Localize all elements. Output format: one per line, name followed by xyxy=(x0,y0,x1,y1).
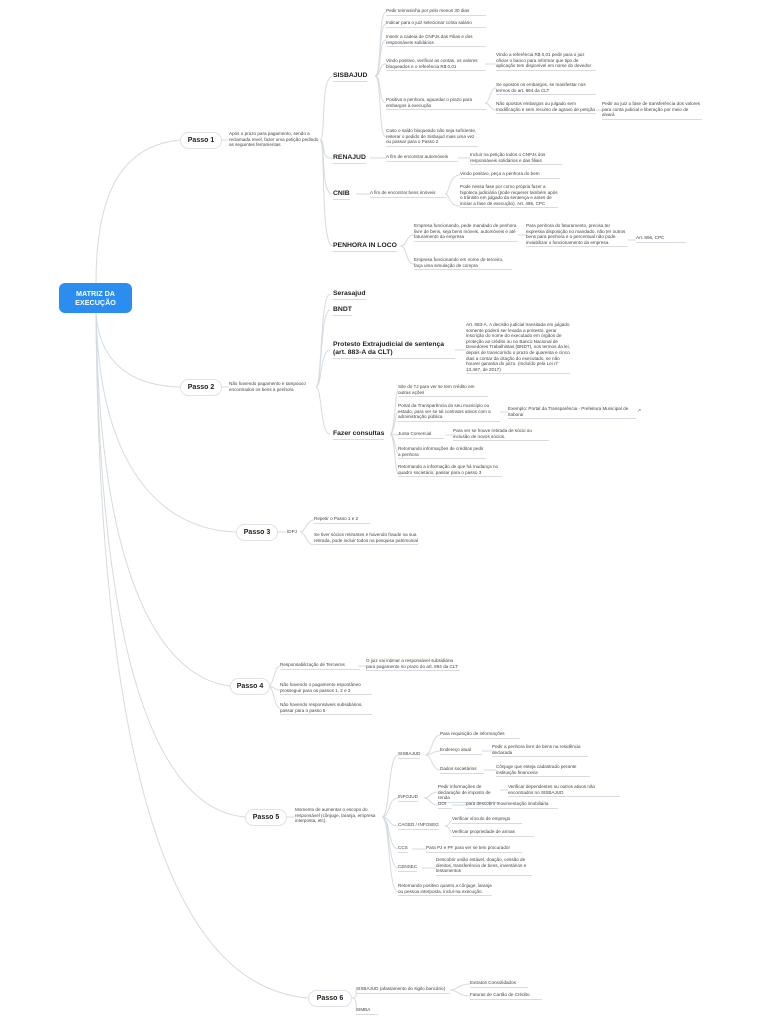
passo-2-desc: Não havendo pagamento e tampouco encontr… xyxy=(229,381,306,392)
fazer-consultas-node[interactable]: Fazer consultas xyxy=(333,430,385,440)
sisbajud-item-5b: Não opostos embargos ou julgado sem modi… xyxy=(496,101,596,115)
root-label: MATRIZ DA EXECUÇÃO xyxy=(75,289,116,307)
root-node[interactable]: MATRIZ DA EXECUÇÃO xyxy=(59,283,132,313)
passo-4-c: Não havendo responsáveis subsidiários, p… xyxy=(280,702,372,716)
renajud-node[interactable]: RENAJUD xyxy=(333,154,366,164)
passo-1-desc: Após o prazo para pagamento, sendo a rec… xyxy=(229,131,319,148)
sisbajud-item-6: Caso o saldo bloqueado não seja suficien… xyxy=(386,128,478,147)
passo-2-node[interactable]: Passo 2 xyxy=(180,379,222,396)
consulta-b1: Exemplo: Portal da Transparência - Prefe… xyxy=(508,406,636,420)
idpj-node: IDPJ xyxy=(287,529,297,534)
passo-6-node[interactable]: Passo 6 xyxy=(308,990,352,1007)
passo-6-a2: Faturas de Cartão de Crédito xyxy=(470,992,542,1000)
p5-s3: Dados societários xyxy=(440,766,484,774)
protesto-note: Art. 883-A. A decisão judicial transitad… xyxy=(466,322,570,375)
consulta-e: Retornando a informação de que há mudanç… xyxy=(398,464,502,478)
cnib-a: Vindo positivo, peça a penhora do bem xyxy=(460,171,560,179)
p5-censec: CENSEC xyxy=(398,864,418,872)
passo-4-a1: O juiz vai intimar a responsável subsidi… xyxy=(366,658,460,672)
passo-5-node[interactable]: Passo 5 xyxy=(245,809,287,826)
p5-s2: Endereço atual xyxy=(440,747,482,755)
penhora-a: Empresa funcionando, pede mandado de pen… xyxy=(414,223,518,242)
sisbajud-item-2: Indicar para o juiz selecionar conta sal… xyxy=(386,20,486,28)
passo-4-node[interactable]: Passo 4 xyxy=(230,678,270,695)
p5-censec1: Descobrir união estável, doação, cessão … xyxy=(436,857,532,876)
p5-s3a: Cônjuge que esteja cadastrado perante in… xyxy=(496,764,590,778)
consulta-c1: Para ver se houve retirada de sócio ou i… xyxy=(453,428,549,442)
sisbajud-item-4: Vindo positivo, verificar as contas, os … xyxy=(386,58,486,72)
passo-4-a: Responsabilização de Terceiros xyxy=(280,662,360,670)
p5-s1: Para requisição de informações xyxy=(440,731,520,739)
cnib-b: Pode nessa fase por como própria fazer a… xyxy=(460,184,558,209)
p5-sisbajud: SISBAJUD xyxy=(398,751,421,759)
passo-5-label: Passo 5 xyxy=(252,814,280,821)
renajud-note: Incluir na petição todos o CNPJs dos res… xyxy=(470,152,562,166)
bndt-node[interactable]: BNDT xyxy=(333,306,352,316)
sisbajud-item-3: Inserir a cadeia de CNPJs das Filias e d… xyxy=(386,34,486,48)
p5-j2: DOI xyxy=(438,801,452,809)
penhora-in-loco-node[interactable]: PENHORA IN LOCO xyxy=(333,242,397,252)
passo-1-node[interactable]: Passo 1 xyxy=(180,132,222,149)
p5-j2a: para descobrir movimentação imobiliária xyxy=(466,801,558,809)
p5-j1: Pedir informações de declaração de impos… xyxy=(438,784,500,803)
passo-4-label: Passo 4 xyxy=(236,683,264,690)
p5-infojud: INFOJUD xyxy=(398,794,418,802)
p5-final: Retornando positivo quanto a cônjuge, la… xyxy=(398,883,492,897)
cnib-node[interactable]: CNIB xyxy=(333,190,350,200)
sisbajud-item-1: Pedir teimosinha por pelo menos 30 dias xyxy=(386,8,486,16)
passo-3-b: Se tiver sócios retirantes e havendo fra… xyxy=(314,532,418,546)
p5-g2: Verificar propriedade de armas xyxy=(452,829,534,837)
renajud-desc: A fim de encontrar automóveis xyxy=(386,154,458,162)
penhora-a2: Art. 866, CPC xyxy=(636,235,686,243)
p5-ccs1: Para PJ e PF para ver se tem procurador xyxy=(426,845,522,853)
passo-6-a: SISBAJUD (afastamento do sigilo bancário… xyxy=(356,986,450,994)
sisbajud-item-5: Positiva a penhora, aguardar o prazo par… xyxy=(386,97,486,111)
consulta-a: Site do TJ para ver se tem crédito em ou… xyxy=(398,384,488,398)
passo-3-a: Repetir o Passo 1 e 2 xyxy=(314,516,370,524)
p5-g1: Verificar vínculo de emprego xyxy=(452,816,522,824)
passo-1-label: Passo 1 xyxy=(187,137,215,144)
p5-j1a: Verificar dependentes ou outros ativos n… xyxy=(508,784,620,798)
protesto-node[interactable]: Protesto Extrajudicial de sentença (art.… xyxy=(333,341,455,359)
p5-ccs: CCS xyxy=(398,845,408,853)
passo-2-label: Passo 2 xyxy=(187,384,215,391)
passo-3-node[interactable]: Passo 3 xyxy=(236,524,278,541)
penhora-b: Empresa funcionando em nome de terceiro,… xyxy=(414,257,512,271)
sisbajud-item-4a: Vindo a referência R$ 0,01 pedir para o … xyxy=(496,52,596,71)
external-link-icon[interactable]: ↗ xyxy=(637,408,642,414)
passo-6-a1: Extratos Consolidados xyxy=(470,980,528,988)
sisbajud-item-5c: Pedir ao juiz a fase de transferência do… xyxy=(602,101,702,120)
passo-5-desc: Momento de aumentar o escopo do responsá… xyxy=(295,807,376,824)
cnib-desc: A fim de encontrar bens imóveis xyxy=(370,190,446,198)
passo-3-label: Passo 3 xyxy=(243,529,271,536)
consulta-d: Retornando informações de créditos pedir… xyxy=(398,446,486,460)
serasajud-node[interactable]: Serasajud xyxy=(333,290,366,300)
sisbajud-item-5a: Se opostos os embargos, se manifestar no… xyxy=(496,82,596,96)
consulta-b: Portal da Transparência do seu município… xyxy=(398,403,500,422)
p5-caged: CAGED / INFOSEG xyxy=(398,822,439,830)
p5-s2a: Pedir a penhora livre de bens na residên… xyxy=(492,744,588,758)
passo-6-label: Passo 6 xyxy=(316,995,344,1002)
passo-6-b: SIMBA xyxy=(356,1007,378,1015)
consulta-c: Junta Comercial xyxy=(398,431,444,439)
passo-4-b: Não havendo o pagamento espontâneo pross… xyxy=(280,682,372,696)
penhora-a1: Para penhora do faturamento, precisa ter… xyxy=(526,223,628,248)
sisbajud-node[interactable]: SISBAJUD xyxy=(333,72,368,82)
